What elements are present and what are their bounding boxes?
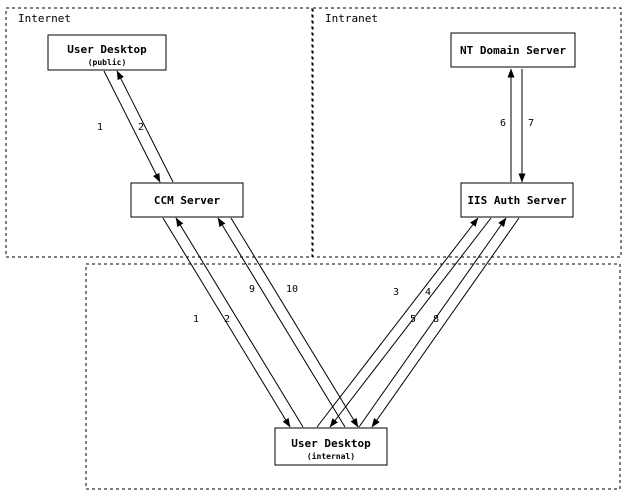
node-user-desktop-internal: User Desktop(internal) <box>274 427 388 466</box>
node-user-desktop-public: User Desktop(public) <box>47 34 167 71</box>
flow-label-flow-8: 8 <box>433 314 439 325</box>
flow-arrow-flow-1-internal <box>162 217 291 428</box>
zone-boundary-internet <box>5 7 313 258</box>
node-box-user-desktop-internal <box>274 427 388 466</box>
flow-arrow-flow-5 <box>358 217 507 428</box>
flow-label-flow-4: 4 <box>425 287 431 298</box>
node-box-user-desktop-public <box>47 34 167 71</box>
flow-arrow-flow-4 <box>329 217 492 428</box>
flow-label-flow-3: 3 <box>393 287 399 298</box>
flow-arrow-flow-3 <box>316 217 479 428</box>
flow-label-flow-2-public: 2 <box>138 122 144 133</box>
flow-label-flow-1-public: 1 <box>97 122 103 133</box>
flow-arrow-flow-1-public <box>103 70 161 183</box>
node-subtitle-user-desktop-public: (public) <box>88 57 127 67</box>
node-title-ccm-server: CCM Server <box>154 194 221 207</box>
node-title-user-desktop-internal: User Desktop <box>291 437 371 450</box>
flow-label-flow-6: 6 <box>500 118 506 129</box>
flow-label-flow-1-internal: 1 <box>193 314 199 325</box>
node-box-iis-auth-server <box>460 182 574 218</box>
flow-label-flow-2-internal: 2 <box>224 314 230 325</box>
zone-boundaries: Internet Intranet <box>5 7 622 490</box>
flow-arrow-flow-10 <box>230 217 359 428</box>
zone-boundary-intranet <box>312 7 622 258</box>
flow-label-flow-5: 5 <box>410 314 416 325</box>
flow-label-flow-7: 7 <box>528 118 534 129</box>
node-ccm-server: CCM Server <box>130 182 244 218</box>
flow-arrow-flow-9 <box>217 217 346 428</box>
node-subtitle-user-desktop-internal: (internal) <box>307 451 355 461</box>
flow-step-labels: 1 2 1 2 9 10 3 4 5 8 6 7 <box>97 118 534 325</box>
flow-links <box>103 68 526 428</box>
zone-label-internet: Internet <box>18 12 71 25</box>
flow-arrow-flow-2-internal <box>175 217 304 428</box>
node-title-nt-domain-server: NT Domain Server <box>460 44 566 57</box>
flow-label-flow-9: 9 <box>249 284 255 295</box>
node-iis-auth-server: IIS Auth Server <box>460 182 574 218</box>
zone-boundary-internal <box>85 263 621 490</box>
node-title-user-desktop-public: User Desktop <box>67 43 147 56</box>
flow-arrow-flow-2-public <box>116 70 174 183</box>
flow-label-flow-10: 10 <box>286 284 298 295</box>
node-box-ccm-server <box>130 182 244 218</box>
node-title-iis-auth-server: IIS Auth Server <box>467 194 567 207</box>
node-box-nt-domain-server <box>450 32 576 68</box>
flow-arrow-flow-8 <box>371 217 520 428</box>
zone-label-intranet: Intranet <box>325 12 378 25</box>
node-nt-domain-server: NT Domain Server <box>450 32 576 68</box>
